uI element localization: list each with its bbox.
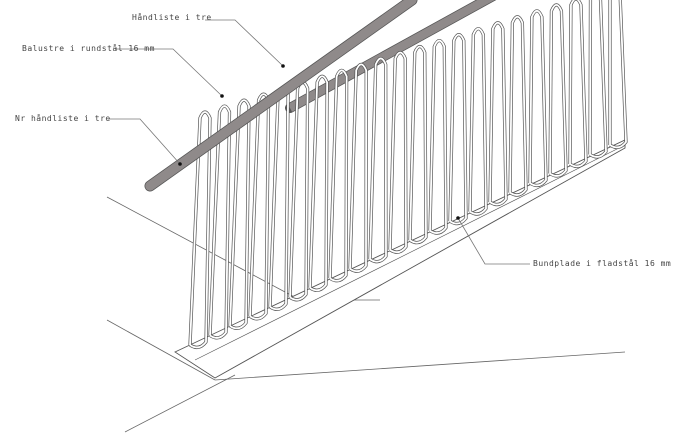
baluster-outline — [288, 80, 310, 302]
baluster — [389, 51, 407, 254]
baluster — [209, 105, 231, 339]
baluster — [589, 0, 607, 158]
leader-dot — [281, 64, 285, 68]
baluster — [369, 57, 387, 263]
label-balusters: Balustre i rundstål 16 mm — [22, 44, 155, 53]
base-plate-edge — [194, 144, 626, 361]
baluster — [329, 69, 348, 282]
baluster — [609, 0, 627, 149]
leader-line — [115, 48, 223, 97]
ground-line — [214, 351, 626, 381]
label-lower-handrail: Nr håndliste i tre — [15, 114, 111, 123]
ground-line — [124, 374, 236, 433]
leader-line — [108, 118, 181, 165]
ground-line — [106, 319, 216, 381]
baluster — [409, 45, 427, 244]
baluster — [509, 15, 527, 196]
baluster — [529, 9, 547, 187]
front-handrail — [145, 0, 417, 191]
baluster — [449, 33, 467, 225]
baluster-outline — [308, 74, 329, 292]
leader-dot — [220, 94, 224, 98]
leader-dot — [178, 162, 182, 166]
baluster — [469, 27, 487, 215]
base-plate — [174, 139, 626, 379]
label-base-plate: Bundplade i fladstål 16 mm — [533, 259, 672, 268]
baluster — [489, 21, 507, 206]
leader-dot — [456, 216, 460, 220]
baluster — [349, 63, 368, 273]
leader-line — [457, 217, 530, 265]
baluster — [569, 0, 587, 168]
handrail — [287, 0, 495, 112]
baluster — [229, 99, 250, 330]
baluster — [549, 3, 567, 177]
leader-line — [205, 19, 284, 67]
label-handrail: Håndliste i tre — [132, 13, 212, 22]
baluster — [309, 75, 329, 292]
baluster — [429, 39, 447, 235]
baluster — [189, 111, 211, 349]
